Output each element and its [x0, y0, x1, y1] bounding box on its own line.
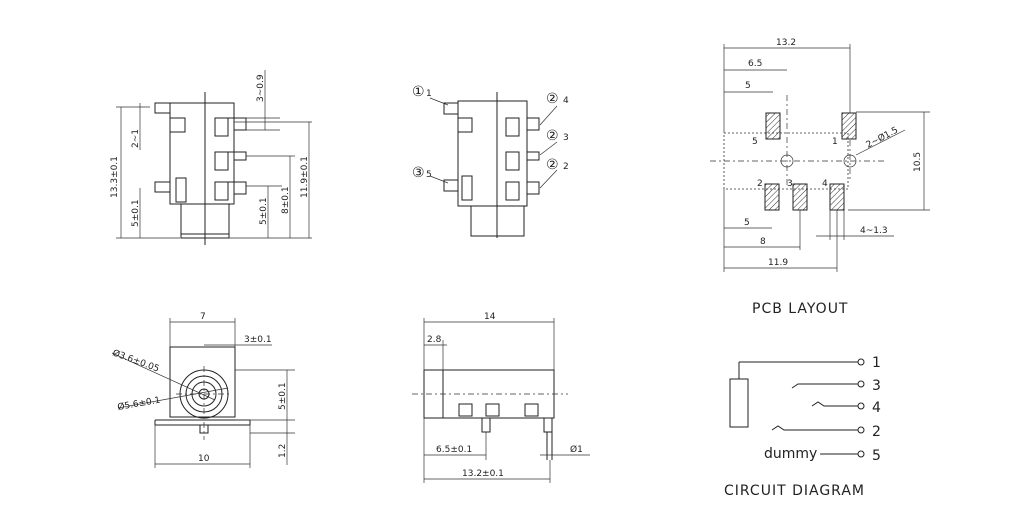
callout-5-label: 5	[426, 170, 432, 180]
dim-11.9: 11.9±0.1	[300, 156, 310, 198]
callout-3-circle: ②	[546, 128, 559, 144]
circuit-diagram-caption: CIRCUIT DIAGRAM	[724, 483, 865, 499]
dim-5-left: 5±0.1	[131, 199, 141, 227]
dim-phi5.6: Ø5.6±0.1	[117, 395, 162, 413]
circuit-pin-2: 2	[872, 424, 881, 440]
callout-1-label: 1	[426, 89, 432, 99]
callout-4-circle: ②	[546, 91, 559, 107]
dim-2-phi1.5: 2~Ø1.5	[864, 125, 900, 151]
pcb-layout-caption: PCB LAYOUT	[752, 301, 849, 317]
dim-phi3.6: Ø3.6±0.05	[111, 347, 161, 374]
dim-height: 13.3±0.1	[110, 156, 120, 198]
pad-4: 4	[822, 179, 828, 189]
dim-11.9: 11.9	[768, 258, 788, 268]
circuit-pin-3: 3	[872, 378, 881, 394]
callout-2-circle: ②	[546, 157, 559, 173]
circuit-pin-5: 5	[872, 448, 881, 464]
dim-4-1.3: 4~1.3	[860, 226, 888, 236]
dim-13.2: 13.2±0.1	[462, 469, 504, 479]
circuit-pin-1: 1	[872, 355, 881, 371]
dim-7: 7	[200, 312, 206, 322]
callout-4-label: 4	[563, 96, 569, 106]
dim-2.8: 2.8	[427, 335, 442, 345]
dim-13.2: 13.2	[776, 38, 796, 48]
circuit-pin-4: 4	[872, 400, 881, 416]
pad-2: 2	[757, 179, 763, 189]
circuit-diagram: 1 3 4 2 5 dummy CIRCUIT DIAGRAM	[724, 355, 881, 499]
dim-8: 8±0.1	[281, 186, 291, 214]
dim-1.2: 1.2	[278, 444, 288, 458]
dim-5-bottom: 5	[744, 218, 750, 228]
pin-view: ① 1 ③ 5 ② 4 ② 3 ② 2	[412, 84, 569, 238]
dim-5: 5±0.1	[278, 382, 288, 410]
circuit-dummy-label: dummy	[764, 446, 817, 462]
pad-5: 5	[752, 137, 758, 147]
pad-1: 1	[832, 137, 838, 147]
callout-3-label: 3	[563, 133, 569, 143]
dim-6.5: 6.5±0.1	[436, 445, 472, 455]
bottom-view: 14 2.8 6.5±0.1 Ø1 13.2±0.1	[412, 312, 590, 483]
dim-3: 3±0.1	[244, 335, 272, 345]
callout-2-label: 2	[563, 162, 569, 172]
side-view: 13.3±0.1 2~1 5±0.1 3~0.9 5±0.1 8±0.1 11.…	[110, 70, 312, 245]
callout-1-circle: ①	[412, 84, 425, 100]
dim-5-right: 5±0.1	[259, 197, 269, 225]
dim-8: 8	[760, 237, 766, 247]
dim-14: 14	[484, 312, 496, 322]
dim-5-top: 5	[745, 81, 751, 91]
callout-5-circle: ③	[412, 165, 425, 181]
dim-10: 10	[198, 454, 210, 464]
dim-10.5: 10.5	[913, 152, 923, 172]
dim-3-0.9: 3~0.9	[256, 74, 266, 102]
front-view: 7 3±0.1 Ø3.6±0.05 Ø5.6±0.1 5±0.1 1.2 10	[111, 312, 295, 468]
dim-phi1: Ø1	[570, 444, 583, 455]
dim-6.5: 6.5	[748, 59, 762, 69]
dim-2-1: 2~1	[131, 129, 141, 148]
pad-3: 3	[787, 179, 793, 189]
pcb-layout: 5 1 2 3 4 13.2 6.5 5 10.5 2~Ø1.5 5 8 11.…	[710, 38, 930, 317]
